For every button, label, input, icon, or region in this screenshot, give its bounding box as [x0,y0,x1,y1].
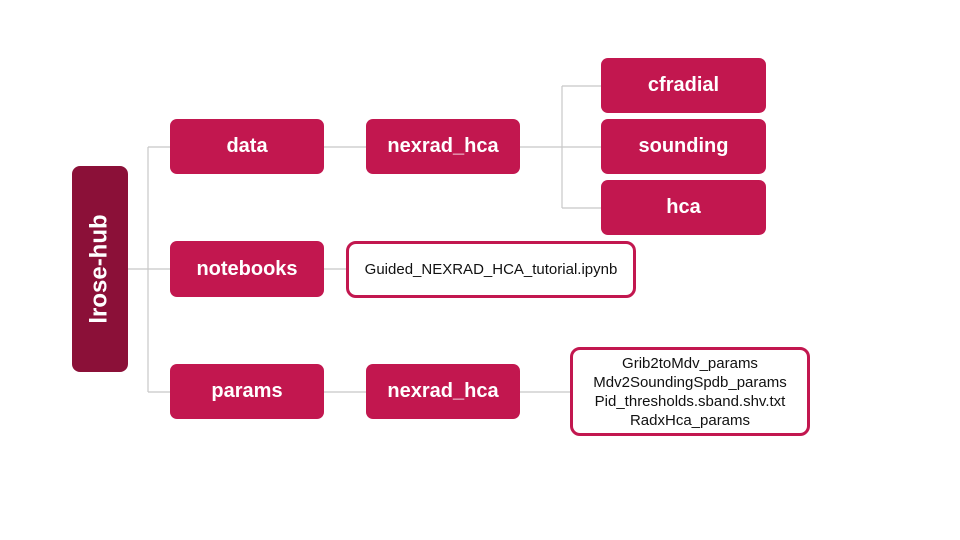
folder-data[interactable]: data [170,119,324,174]
folder-data-nexrad-hca-label: nexrad_hca [387,135,499,157]
folder-hca-label: hca [666,196,701,218]
root-folder-lrose-hub[interactable]: lrose-hub [72,166,128,372]
params-file-name: Mdv2SoundingSpdb_params [593,373,787,391]
folder-params-label: params [211,380,283,402]
root-folder-label: lrose-hub [86,214,113,324]
folder-notebooks[interactable]: notebooks [170,241,324,297]
folder-params-nexrad-hca-label: nexrad_hca [387,380,499,402]
folder-hca[interactable]: hca [601,180,766,235]
folder-data-nexrad-hca[interactable]: nexrad_hca [366,119,520,174]
params-file-name: Grib2toMdv_params [622,354,758,372]
folder-params[interactable]: params [170,364,324,419]
folder-cfradial-label: cfradial [647,74,720,96]
notebook-file-name: Guided_NEXRAD_HCA_tutorial.ipynb [364,261,618,278]
notebook-file-box[interactable]: Guided_NEXRAD_HCA_tutorial.ipynb [346,241,636,298]
folder-sounding[interactable]: sounding [601,119,766,174]
folder-sounding-label: sounding [638,135,729,157]
folder-data-label: data [226,135,268,157]
params-file-name: Pid_thresholds.sband.shv.txt [594,392,786,410]
folder-params-nexrad-hca[interactable]: nexrad_hca [366,364,520,419]
params-files-box[interactable]: Grib2toMdv_params Mdv2SoundingSpdb_param… [570,347,810,436]
params-file-name: RadxHca_params [629,411,751,429]
folder-cfradial[interactable]: cfradial [601,58,766,113]
folder-notebooks-label: notebooks [196,257,298,280]
